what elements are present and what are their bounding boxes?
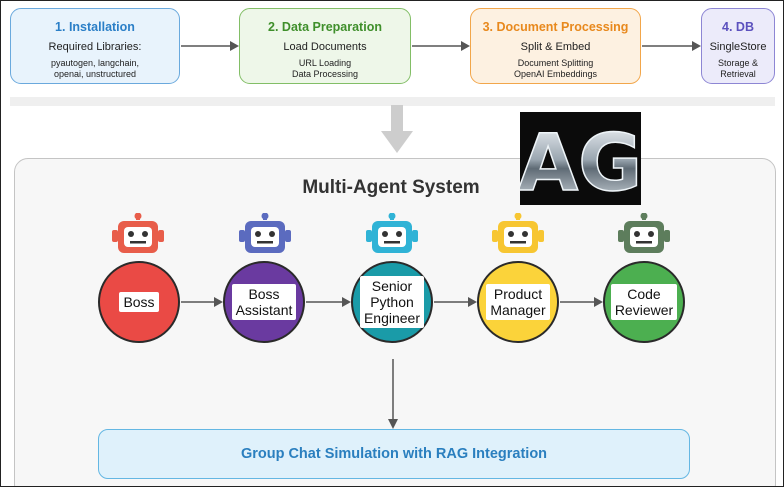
arrowhead (214, 297, 223, 307)
robot-icon (492, 213, 544, 253)
stage-installation: 1. Installation Required Libraries: pyau… (10, 8, 180, 84)
agent-label: Code Reviewer (610, 284, 678, 320)
stage-subtitle: Split & Embed (520, 41, 591, 53)
panel-title: Multi-Agent System (302, 177, 480, 198)
section-divider (10, 97, 775, 106)
big-down-arrow (381, 105, 413, 153)
ag-logo-graphic: AG (520, 118, 641, 205)
robot-icon (366, 213, 418, 253)
stage-detail: URL Loading Data Processing (291, 58, 359, 79)
stage-db: 4. DB SingleStore Storage & Retrieval (701, 8, 775, 84)
rag-output-box: Group Chat Simulation with RAG Integrati… (98, 429, 690, 479)
agent-label: Senior Python Engineer (359, 276, 425, 328)
rag-output-label: Group Chat Simulation with RAG Integrati… (240, 446, 548, 462)
stage-data-preparation: 2. Data Preparation Load Documents URL L… (239, 8, 411, 84)
stage-subtitle: Required Libraries: (48, 41, 142, 53)
arrowhead (461, 41, 470, 51)
agent-boss-assistant: Boss Assistant (223, 261, 305, 343)
agent-label: Boss (119, 292, 159, 312)
arrowhead (342, 297, 351, 307)
robot-icon (239, 213, 291, 253)
stage-title: 1. Installation (55, 20, 135, 34)
robot-icon (618, 213, 670, 253)
stage-title: 2. Data Preparation (268, 20, 382, 34)
stage-detail: pyautogen, langchain, openai, unstructur… (50, 58, 140, 79)
ag-logo: AG (520, 112, 641, 205)
robot-icon (112, 213, 164, 253)
arrowhead (594, 297, 603, 307)
agent-label: Product Manager (486, 284, 550, 320)
arrowhead (468, 297, 477, 307)
agent-boss: Boss (98, 261, 180, 343)
arrowhead (692, 41, 701, 51)
stage-title: 4. DB (722, 20, 754, 34)
stage-subtitle: Load Documents (283, 41, 367, 53)
agent-product-manager: Product Manager (477, 261, 559, 343)
stage-document-processing: 3. Document Processing Split & Embed Doc… (470, 8, 641, 84)
arrowhead (230, 41, 239, 51)
arrowhead (388, 419, 398, 429)
stage-subtitle: SingleStore (709, 41, 767, 53)
agent-code-reviewer: Code Reviewer (603, 261, 685, 343)
stage-detail: Storage & Retrieval (717, 58, 759, 79)
agent-senior-python-engineer: Senior Python Engineer (351, 261, 433, 343)
stage-detail: Document Splitting OpenAI Embeddings (513, 58, 598, 79)
stage-title: 3. Document Processing (482, 20, 629, 34)
ag-logo-text: AG (520, 119, 641, 205)
agent-label: Boss Assistant (231, 284, 297, 320)
